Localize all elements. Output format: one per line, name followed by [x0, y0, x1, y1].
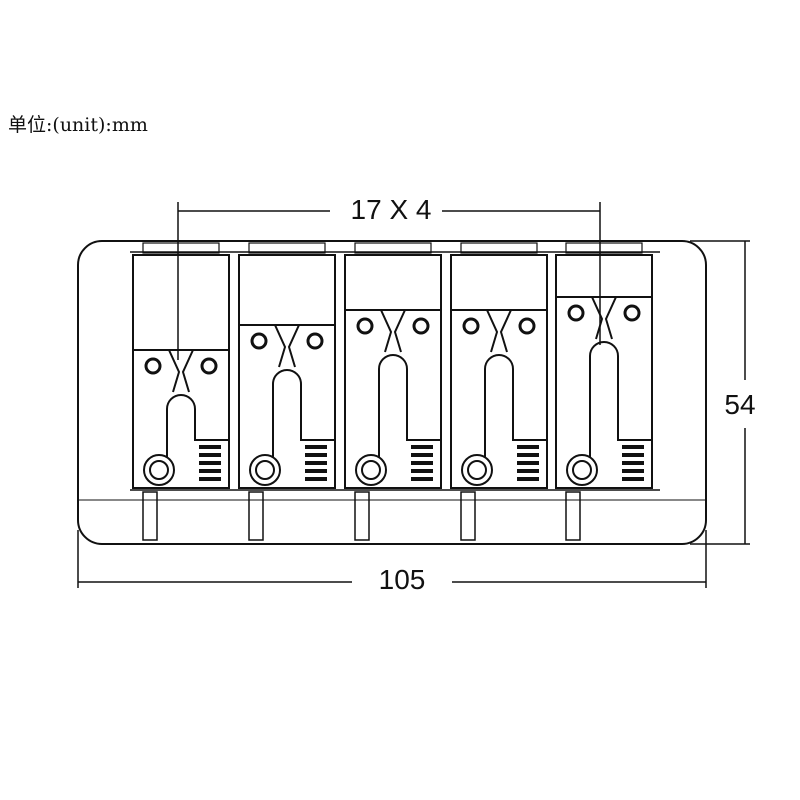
saddle-top-tab	[248, 242, 326, 254]
saddle-nut-inner	[467, 460, 487, 480]
height-dimension-label: 54	[724, 389, 755, 420]
saddle-screw	[518, 317, 536, 335]
saddle-top-tab	[460, 242, 538, 254]
saddle-spring-coil	[411, 477, 433, 481]
saddle-post	[460, 491, 476, 541]
saddle-spring-coil	[517, 469, 539, 473]
saddle-spring-coil	[305, 461, 327, 465]
saddle-spring-coil	[305, 477, 327, 481]
saddle-spring-coil	[517, 477, 539, 481]
saddle-spring-coil	[199, 477, 221, 481]
saddle-screw	[462, 317, 480, 335]
saddle-spring-coil	[622, 469, 644, 473]
saddle-post	[565, 491, 581, 541]
saddle-body	[132, 254, 230, 489]
saddle-string-groove	[380, 309, 406, 353]
saddle-spring-coil	[305, 453, 327, 457]
saddle-body	[238, 254, 336, 489]
saddle-top-tab	[565, 242, 643, 254]
saddle-top-tab	[354, 242, 432, 254]
saddle-spring-coil	[622, 445, 644, 449]
saddle-nut-inner	[255, 460, 275, 480]
saddle-spring-coil	[622, 461, 644, 465]
saddles-group	[132, 242, 653, 541]
saddle-nut	[143, 454, 175, 486]
saddle-slot	[378, 354, 441, 458]
saddle-top-tab	[142, 242, 220, 254]
saddle-spring-coil	[517, 461, 539, 465]
saddle-string-groove	[168, 349, 194, 393]
saddle-nut-inner	[572, 460, 592, 480]
saddle-spring-coil	[622, 477, 644, 481]
unit-label: 单位:(unit):mm	[8, 114, 148, 136]
saddle-string-groove	[591, 296, 617, 340]
saddle-screw	[356, 317, 374, 335]
saddle-nut	[566, 454, 598, 486]
saddle-slot	[589, 341, 652, 458]
saddle-string-groove	[274, 324, 300, 368]
saddle-body	[344, 254, 442, 489]
saddle-body	[450, 254, 548, 489]
saddle-nut-inner	[361, 460, 381, 480]
width-dimension-label: 105	[379, 564, 426, 595]
saddle-slot	[272, 369, 335, 458]
saddle-spring-coil	[305, 445, 327, 449]
saddle-post	[142, 491, 158, 541]
saddle-post	[354, 491, 370, 541]
saddle-slot	[484, 354, 547, 458]
saddle-nut-inner	[149, 460, 169, 480]
height-dimension	[690, 240, 750, 545]
saddle-slot	[166, 394, 229, 458]
saddle-spring-coil	[199, 445, 221, 449]
saddle-screw	[567, 304, 585, 322]
saddle-string-groove	[486, 309, 512, 353]
saddle-spring-coil	[622, 453, 644, 457]
spacing-dimension	[177, 202, 601, 360]
width-dimension	[77, 530, 707, 588]
saddle-spring-coil	[199, 453, 221, 457]
saddle-spring-coil	[411, 445, 433, 449]
saddle-spring-coil	[305, 469, 327, 473]
saddle-post	[248, 491, 264, 541]
saddle-screw	[623, 304, 641, 322]
saddle-spring-coil	[411, 469, 433, 473]
saddle-nut	[249, 454, 281, 486]
saddle-spring-coil	[411, 461, 433, 465]
saddle-screw	[200, 357, 218, 375]
saddle-screw	[250, 332, 268, 350]
spacing-dimension-label: 17 X 4	[351, 194, 432, 225]
saddle-spring-coil	[199, 461, 221, 465]
saddle-spring-coil	[517, 453, 539, 457]
base-plate	[77, 240, 707, 545]
saddle-spring-coil	[411, 453, 433, 457]
saddle-body	[555, 254, 653, 489]
saddle-spring-coil	[199, 469, 221, 473]
saddle-nut	[461, 454, 493, 486]
saddle-screw	[306, 332, 324, 350]
saddle-spring-coil	[517, 445, 539, 449]
saddle-nut	[355, 454, 387, 486]
saddle-screw	[412, 317, 430, 335]
saddle-screw	[144, 357, 162, 375]
